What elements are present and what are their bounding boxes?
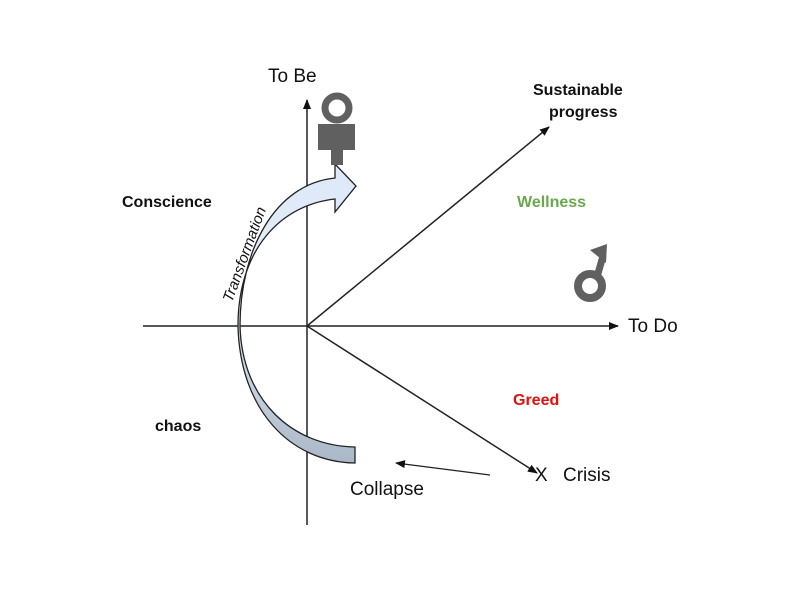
wellness-label: Wellness — [517, 194, 587, 211]
sustainable-label-line2: progress — [549, 104, 618, 121]
greed-label: Greed — [513, 392, 560, 409]
collapse-label: Collapse — [350, 479, 424, 500]
female-symbol-icon — [318, 92, 355, 165]
y-axis-label: To Be — [268, 66, 317, 87]
sustainable-progress-vector — [306, 126, 550, 327]
conscience-label: Conscience — [122, 194, 212, 211]
collapse-arrow — [395, 460, 491, 476]
male-symbol-icon — [574, 244, 607, 302]
sustainable-label-line1: Sustainable — [533, 82, 623, 99]
crisis-vector — [306, 325, 538, 474]
crisis-marker: X — [535, 465, 548, 486]
chaos-label: chaos — [155, 418, 202, 435]
crisis-label: Crisis — [563, 465, 611, 486]
x-axis-label: To Do — [628, 316, 678, 337]
